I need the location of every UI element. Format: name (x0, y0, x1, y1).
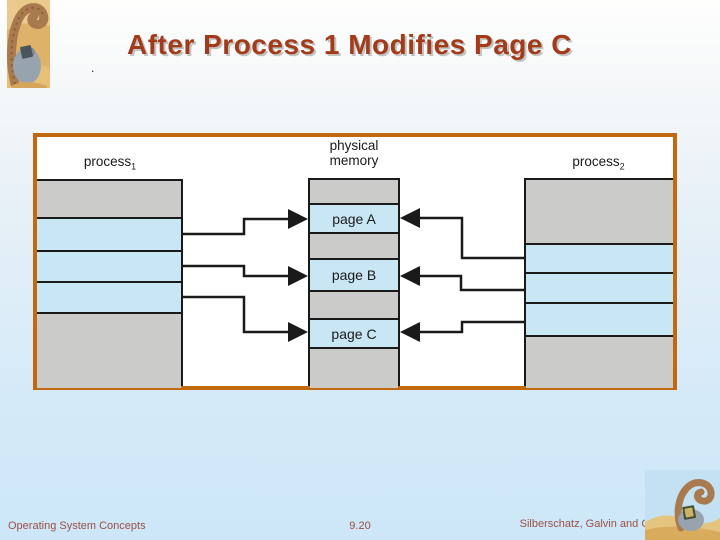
process1-private-segment-bottom (37, 314, 181, 388)
arrow-process1-to-page-c (183, 295, 308, 342)
process2-shared-page-1 (526, 245, 673, 274)
process1-shared-page-3 (37, 283, 181, 314)
slide-number: 9.20 (349, 520, 371, 532)
page-b-label: page B (331, 267, 377, 283)
page-a-label: page A (332, 210, 376, 227)
process1-address-space (37, 179, 183, 388)
memory-frame-unlabeled (310, 180, 398, 205)
memory-frame-page-c: page C (310, 320, 398, 349)
process2-private-segment-top (526, 180, 673, 245)
arrow-process1-to-page-b (183, 264, 308, 286)
process2-shared-page-2 (526, 274, 673, 304)
process2-shared-page-3 (526, 304, 673, 337)
process2-private-segment-bottom (526, 337, 673, 388)
physical-memory-frames: page A page B page C (308, 178, 400, 388)
arrow-process1-to-page-a (183, 209, 308, 236)
process2-label: process2 (572, 154, 625, 172)
memory-frame-unlabeled (310, 349, 398, 388)
footer-book-title: Operating System Concepts (8, 520, 146, 532)
dinosaur-reading-logo-icon (645, 470, 720, 540)
shared-pages-diagram: process1 physical memory process2 page A… (33, 133, 677, 390)
memory-frame-page-a: page A (310, 205, 398, 234)
process1-shared-page-1 (37, 219, 181, 252)
process1-label: process1 (83, 154, 137, 172)
process1-private-segment-top (37, 181, 181, 219)
dinosaur-reading-logo-icon (7, 0, 50, 88)
page-title: After Process 1 Modifies Page C (127, 29, 572, 60)
process1-shared-page-2 (37, 252, 181, 283)
process2-address-space (524, 178, 673, 388)
memory-frame-unlabeled (310, 234, 398, 260)
memory-frame-page-b: page B (310, 260, 398, 292)
arrow-process2-to-page-b (400, 266, 524, 292)
page-c-label: page C (331, 325, 377, 342)
memory-frame-unlabeled (310, 292, 398, 320)
physical-memory-label: physical memory (329, 138, 379, 168)
stray-bullet-dot: . (91, 61, 95, 75)
arrow-process2-to-page-c (400, 320, 524, 342)
arrow-process2-to-page-a (400, 208, 524, 260)
